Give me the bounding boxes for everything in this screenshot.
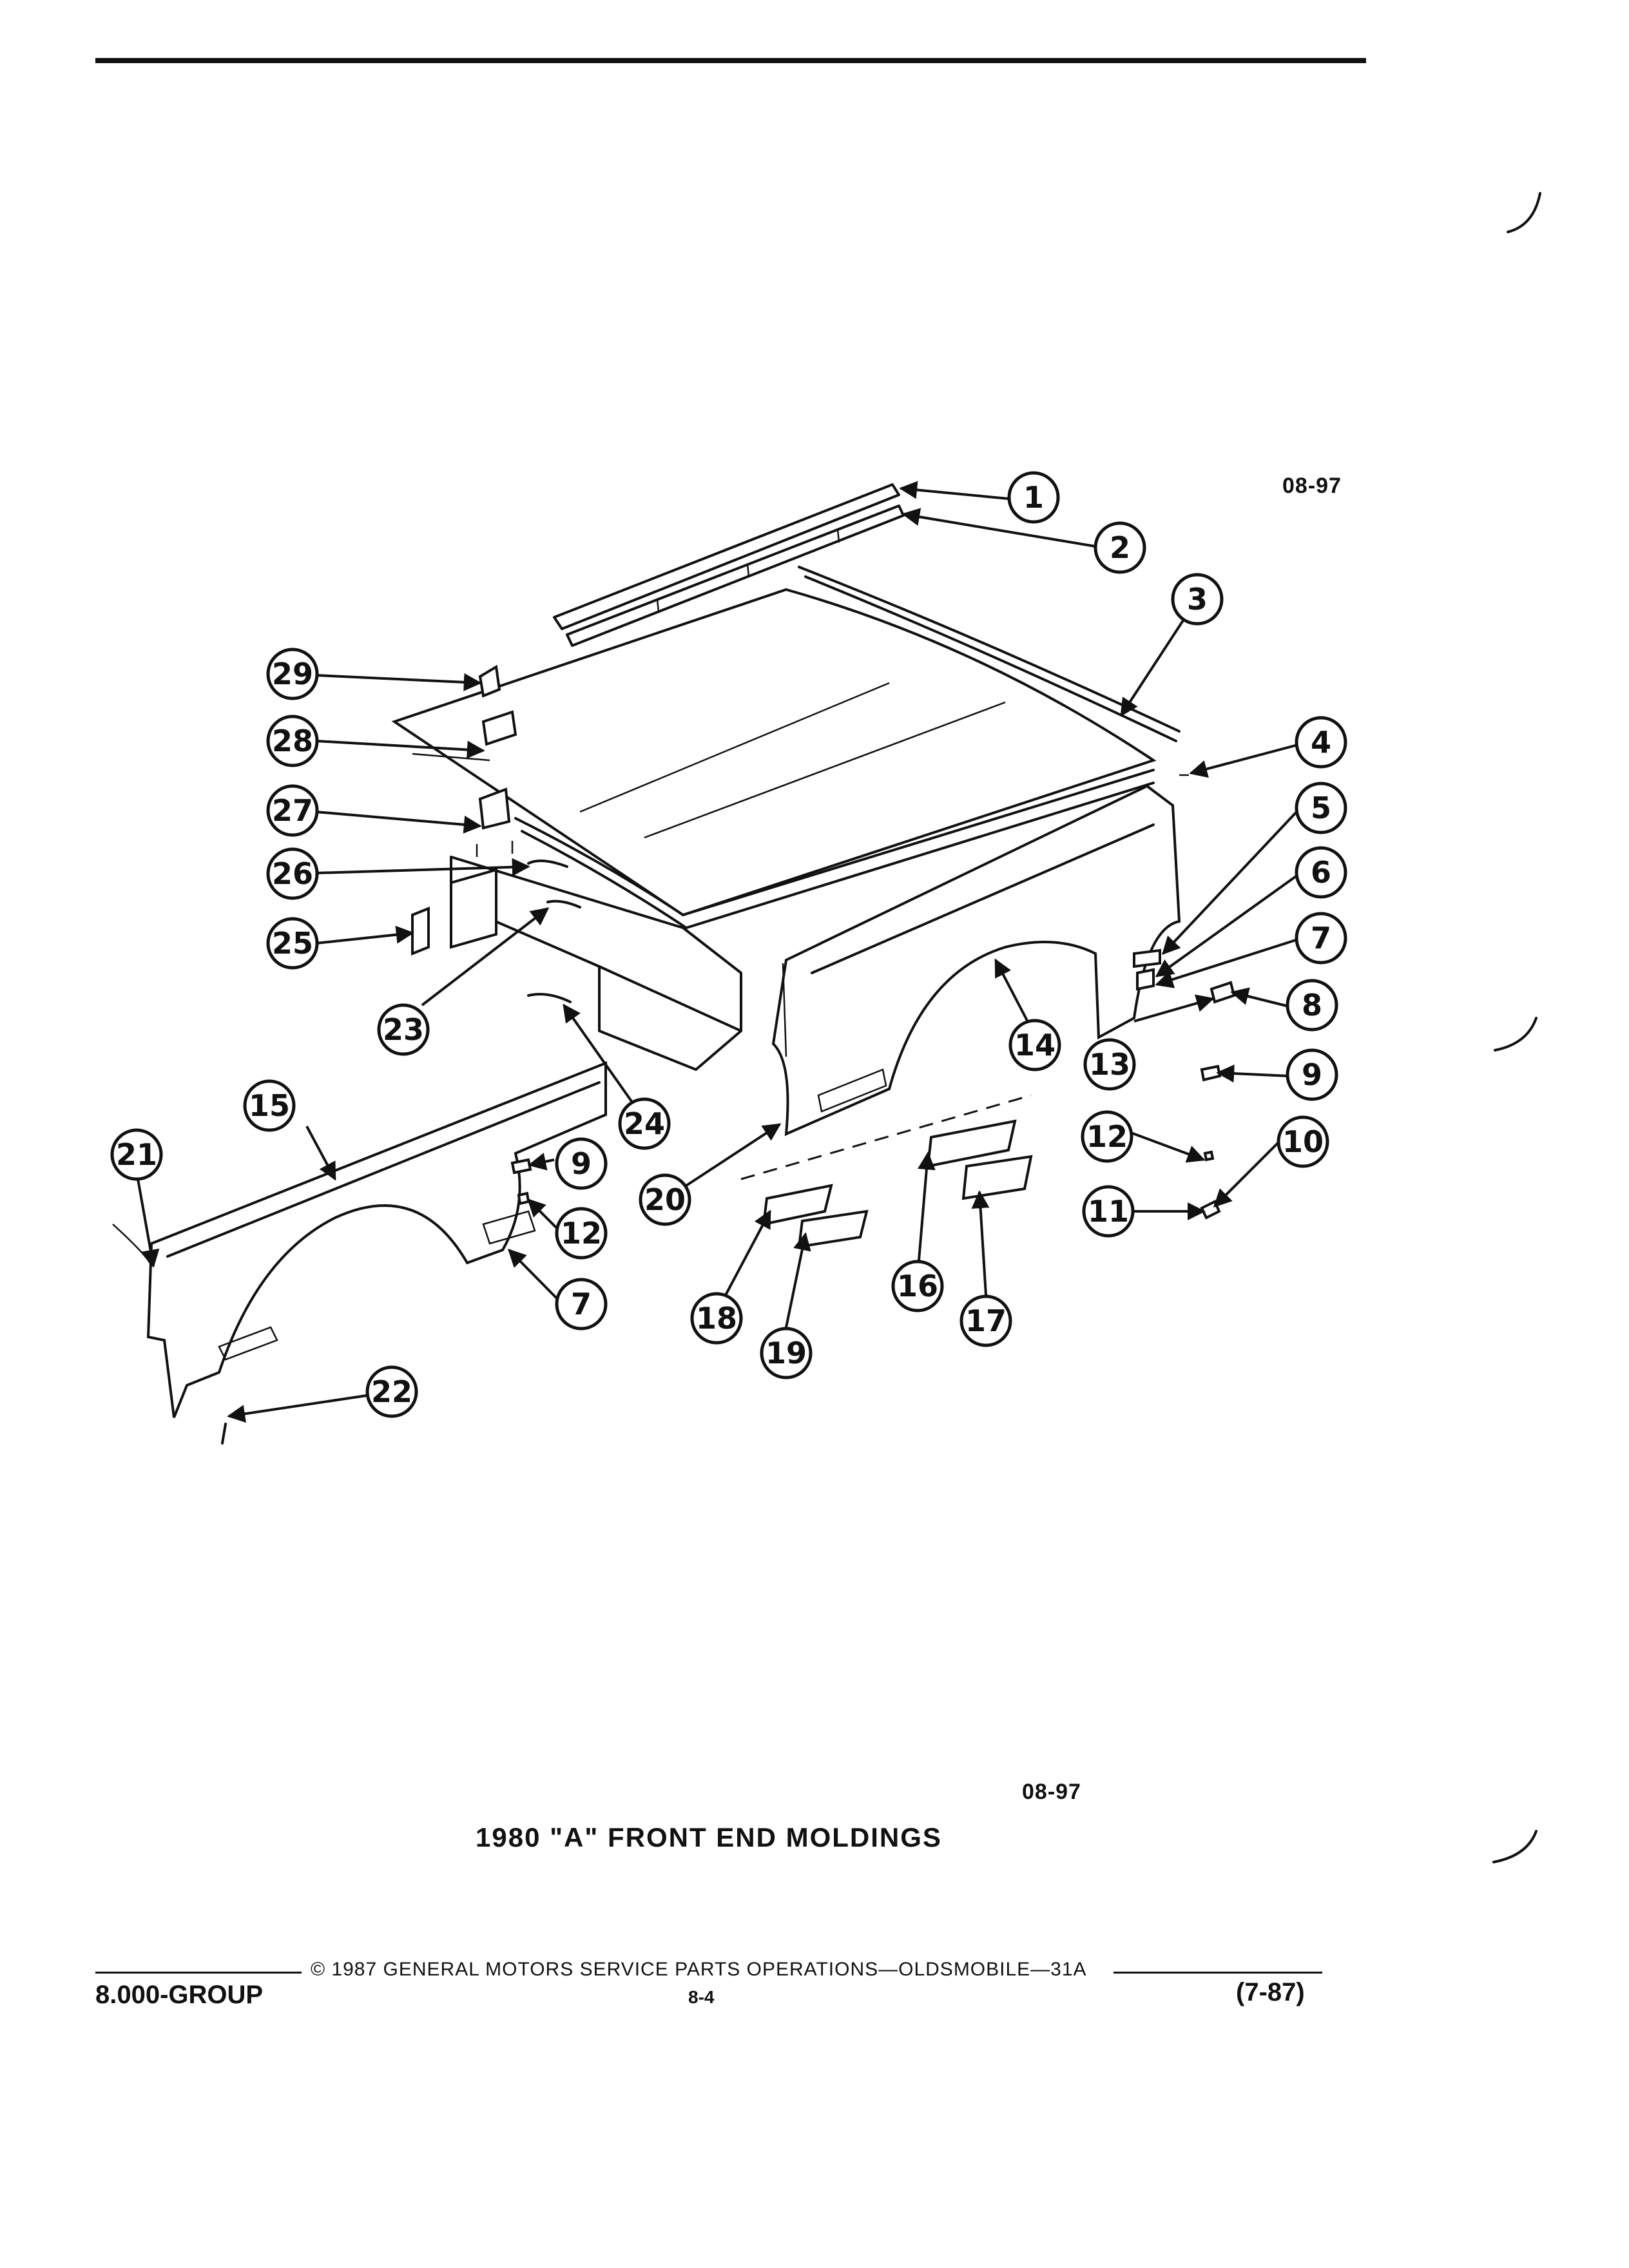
svg-text:26: 26: [272, 856, 313, 891]
callout-6: 6: [1295, 846, 1347, 899]
figure-caption: 1980 "A" FRONT END MOLDINGS: [476, 1822, 942, 1852]
svg-text:11: 11: [1088, 1194, 1129, 1229]
binding-mark-3: [1492, 1830, 1537, 1863]
callout-16: 16: [891, 1260, 944, 1312]
svg-text:12: 12: [561, 1216, 602, 1251]
callout-14: 14: [1008, 1019, 1061, 1072]
callout-20: 20: [639, 1173, 691, 1226]
svg-text:8: 8: [1302, 988, 1322, 1023]
callout-22: 22: [365, 1365, 418, 1418]
figure-code-bottom: 08-97: [1022, 1780, 1081, 1804]
callout-19: 19: [760, 1327, 813, 1379]
svg-text:1: 1: [1023, 480, 1044, 515]
page-number: 8-4: [688, 1987, 715, 2007]
callout-11: 11: [1082, 1185, 1135, 1238]
callout-27: 27: [266, 784, 319, 837]
svg-text:28: 28: [272, 724, 313, 758]
callout-23: 23: [377, 1003, 430, 1056]
svg-text:17: 17: [965, 1303, 1007, 1338]
svg-text:29: 29: [272, 657, 313, 691]
svg-text:5: 5: [1311, 791, 1331, 825]
callout-24: 24: [618, 1097, 671, 1150]
revision-date: (7-87): [1236, 1978, 1305, 2006]
svg-text:14: 14: [1014, 1028, 1055, 1062]
svg-text:4: 4: [1311, 725, 1331, 760]
callout-5: 5: [1295, 782, 1347, 834]
callout-7-left: 7: [555, 1278, 608, 1331]
callout-4: 4: [1295, 716, 1347, 769]
callout-13: 13: [1083, 1038, 1136, 1091]
svg-text:20: 20: [644, 1182, 686, 1217]
binding-mark-1: [1507, 192, 1541, 233]
svg-text:13: 13: [1089, 1047, 1130, 1082]
figure-code-top: 08-97: [1282, 474, 1342, 498]
callout-12: 12: [1081, 1110, 1133, 1163]
callout-9: 9: [1286, 1048, 1338, 1101]
footer-copyright: © 1987 GENERAL MOTORS SERVICE PARTS OPER…: [311, 1959, 1087, 1980]
callout-9-left: 9: [555, 1137, 608, 1190]
callout-3: 3: [1171, 573, 1224, 626]
svg-text:15: 15: [249, 1088, 290, 1123]
group-label: 8.000-GROUP: [95, 1981, 264, 2009]
callout-1: 1: [1007, 471, 1060, 524]
callout-2: 2: [1094, 521, 1146, 574]
svg-text:10: 10: [1282, 1124, 1324, 1159]
callout-8: 8: [1286, 979, 1338, 1032]
svg-text:19: 19: [766, 1336, 807, 1370]
svg-text:18: 18: [696, 1301, 737, 1336]
svg-text:27: 27: [272, 793, 313, 828]
svg-text:21: 21: [116, 1137, 157, 1172]
svg-text:23: 23: [383, 1012, 424, 1047]
svg-text:9: 9: [571, 1146, 592, 1181]
callout-25: 25: [266, 917, 319, 970]
svg-text:24: 24: [624, 1106, 665, 1141]
callout-15: 15: [243, 1079, 296, 1132]
callout-7: 7: [1295, 912, 1347, 965]
callout-18: 18: [690, 1292, 743, 1345]
svg-text:22: 22: [371, 1374, 412, 1409]
binding-mark-2: [1494, 1017, 1537, 1052]
svg-text:6: 6: [1311, 855, 1331, 890]
callout-17: 17: [959, 1294, 1012, 1347]
svg-text:3: 3: [1187, 582, 1208, 617]
callout-21: 21: [110, 1128, 163, 1181]
callout-12-left: 12: [555, 1207, 608, 1260]
svg-text:16: 16: [897, 1269, 938, 1303]
footer-right-rule: [1113, 1972, 1322, 1974]
callout-10: 10: [1277, 1115, 1329, 1168]
callout-26: 26: [266, 847, 319, 900]
svg-text:12: 12: [1086, 1119, 1128, 1154]
svg-text:25: 25: [272, 926, 313, 961]
svg-text:7: 7: [1311, 921, 1331, 956]
svg-text:7: 7: [571, 1287, 592, 1321]
svg-text:2: 2: [1110, 530, 1130, 565]
footer-left-rule: [95, 1972, 302, 1974]
svg-text:9: 9: [1302, 1057, 1322, 1092]
callout-28: 28: [266, 715, 319, 767]
callout-29: 29: [266, 648, 319, 700]
top-rule: [95, 58, 1366, 63]
